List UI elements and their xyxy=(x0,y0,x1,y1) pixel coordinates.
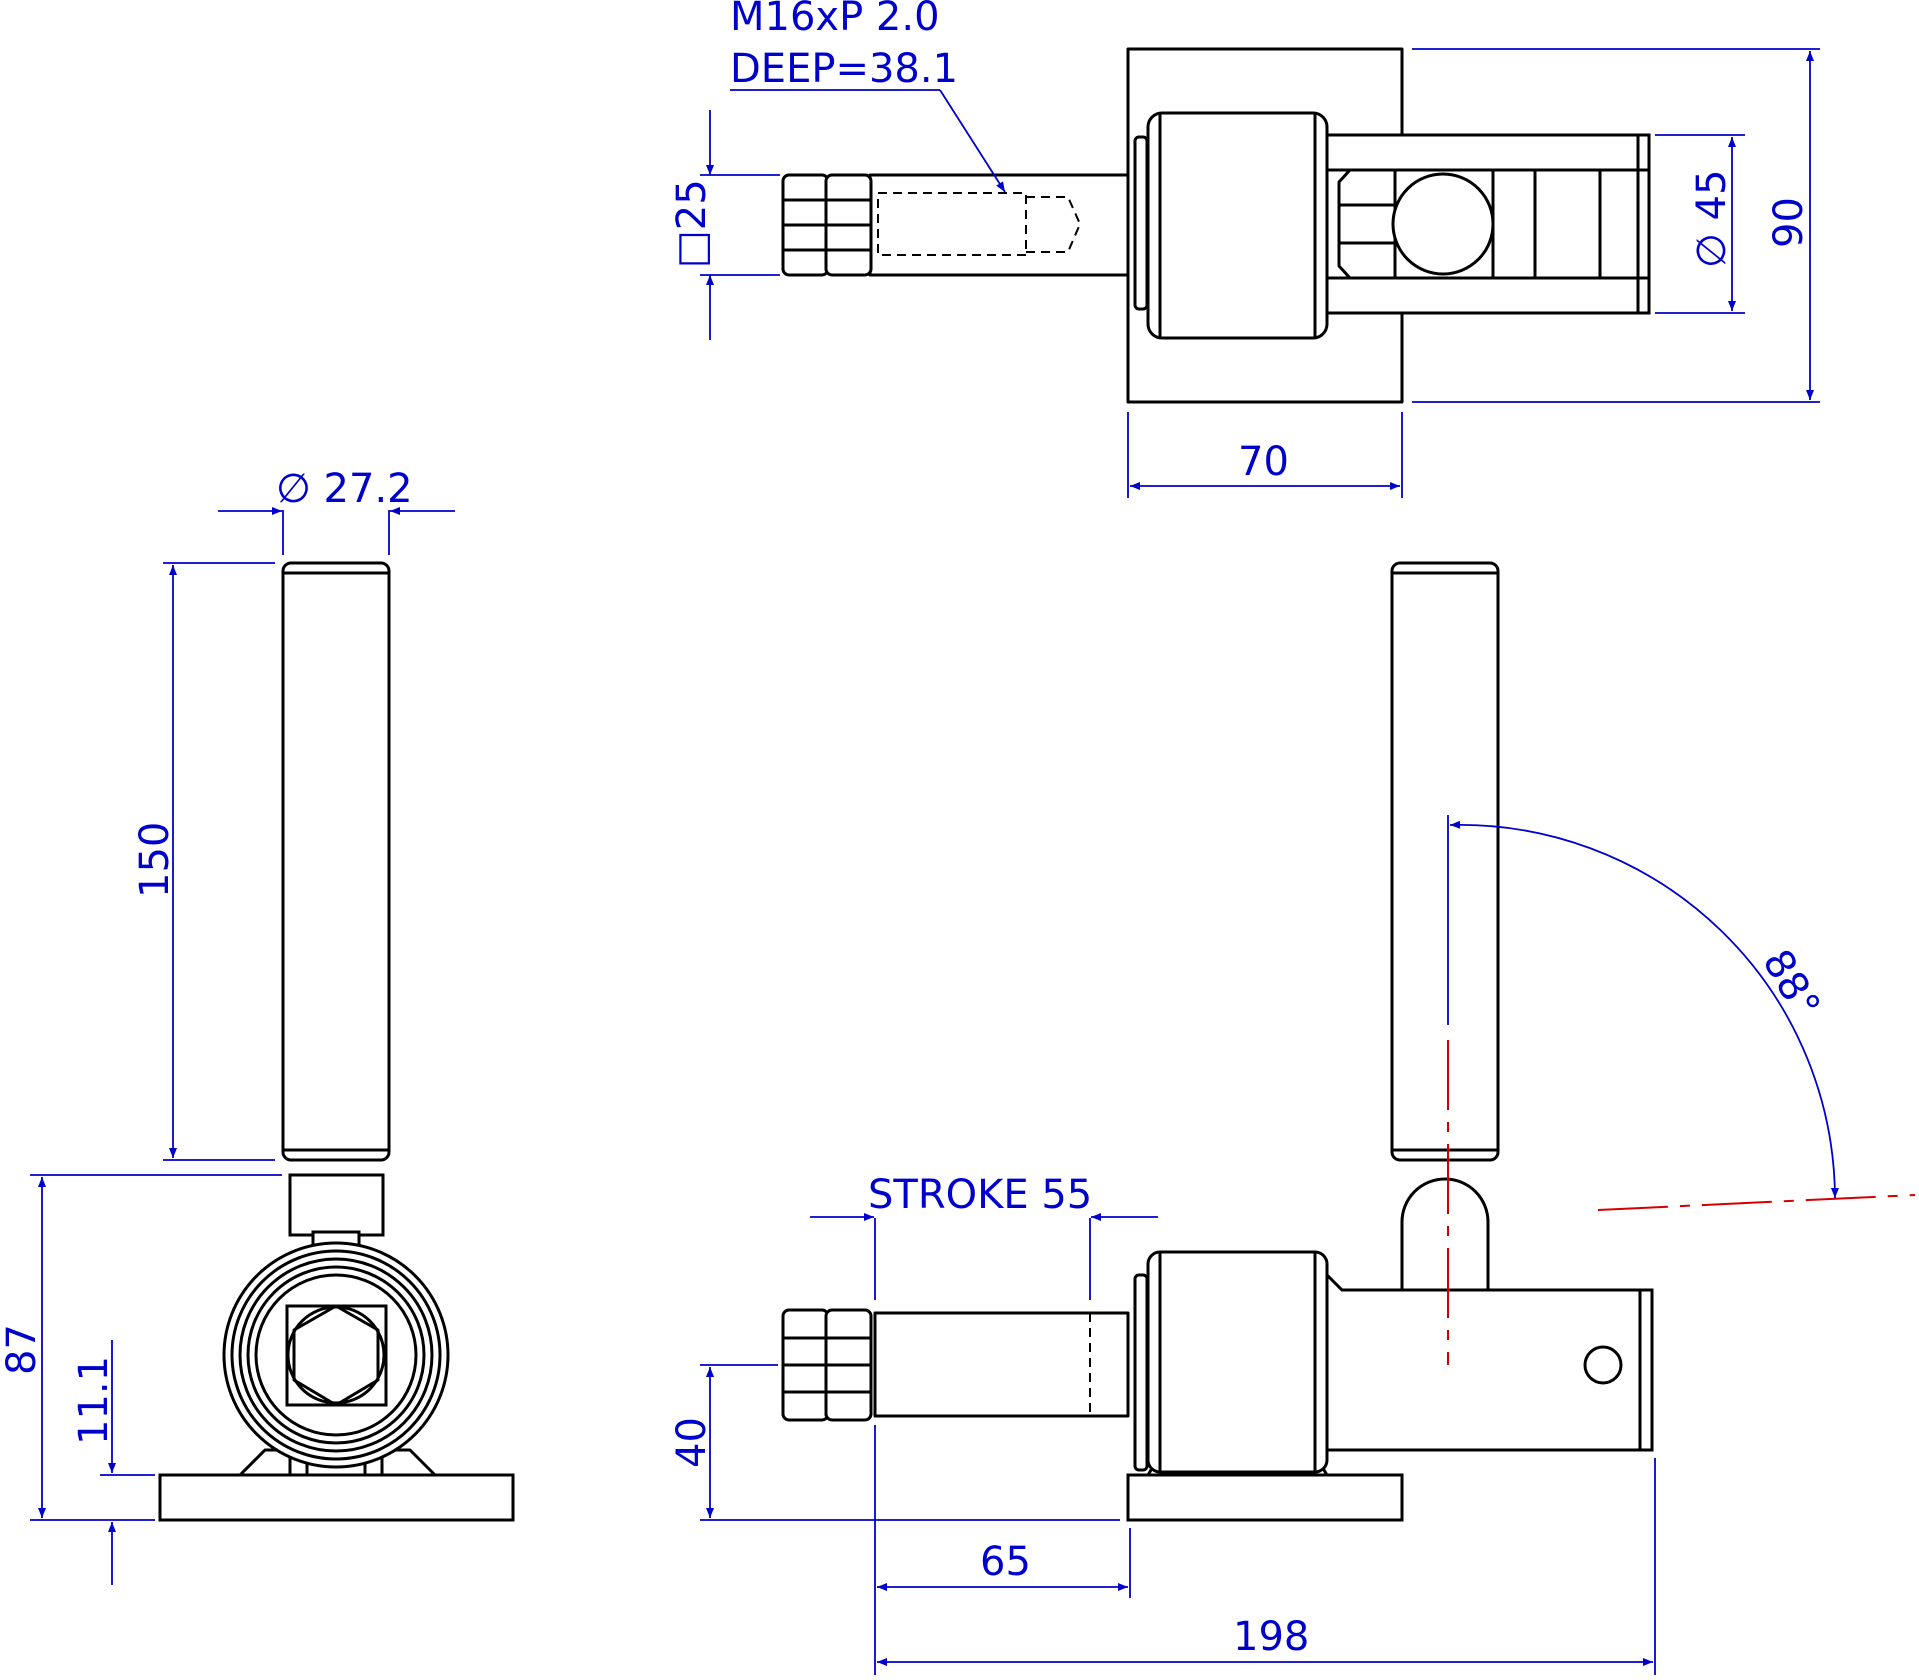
front-view-dimensions: 88° STROKE 55 40 65 198 xyxy=(669,815,1839,1675)
front-view xyxy=(781,561,1654,1522)
stroke-55-label: STROKE 55 xyxy=(868,1172,1092,1218)
thread-spec-line2: DEEP=38.1 xyxy=(730,46,958,92)
dim-70-label: 70 xyxy=(1238,439,1289,485)
dim-198-label: 198 xyxy=(1233,1614,1309,1660)
dim-90-label: 90 xyxy=(1766,197,1812,248)
thread-spec-line1: M16xP 2.0 xyxy=(730,0,940,40)
dim-87-label: 87 xyxy=(0,1324,45,1375)
dim-11-label: 11.1 xyxy=(71,1356,117,1445)
diameter-27-label: ∅ 27.2 xyxy=(276,466,413,512)
left-view xyxy=(158,561,515,1522)
square-25-label: □25 xyxy=(669,179,715,268)
dim-150-label: 150 xyxy=(132,822,178,898)
angle-88-label: 88° xyxy=(1753,942,1828,1026)
dim-65-label: 65 xyxy=(980,1539,1031,1585)
centerlines xyxy=(1447,1040,1916,1365)
left-view-dimensions: ∅ 27.2 150 87 11.1 xyxy=(0,466,455,1585)
top-view-dimensions: □25 M16xP 2.0 DEEP=38.1 ∅ 45 90 70 xyxy=(669,0,1820,498)
top-view xyxy=(781,47,1651,404)
diameter-45-label: ∅ 45 xyxy=(1689,170,1735,268)
dim-40-label: 40 xyxy=(669,1417,715,1468)
